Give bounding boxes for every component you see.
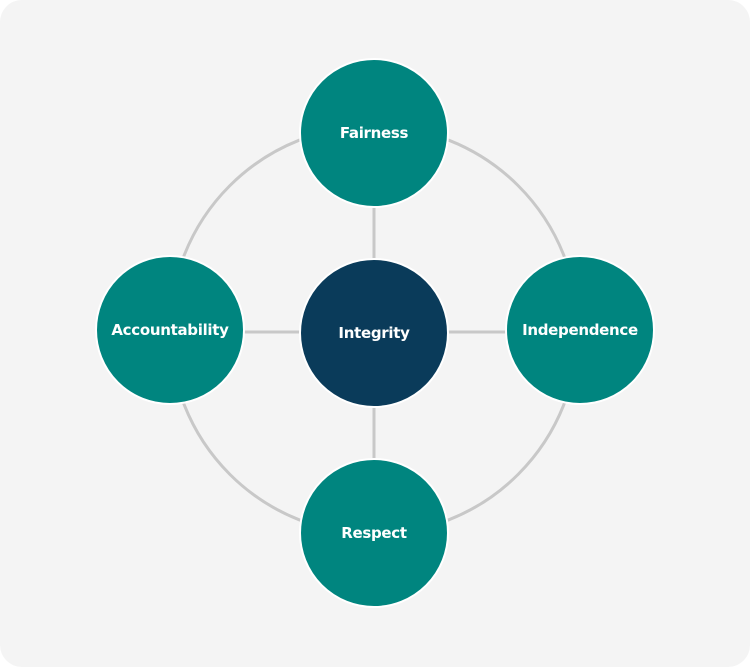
node-label: Fairness [339, 124, 409, 142]
node-independence: Independence [505, 255, 655, 405]
node-label: Integrity [338, 324, 410, 342]
node-label: Independence [522, 321, 638, 339]
node-fairness: Fairness [299, 58, 449, 208]
node-label: Accountability [111, 321, 229, 339]
node-label: Respect [341, 524, 407, 542]
node-accountability: Accountability [95, 255, 245, 405]
node-integrity: Integrity [299, 258, 449, 408]
node-respect: Respect [299, 458, 449, 608]
